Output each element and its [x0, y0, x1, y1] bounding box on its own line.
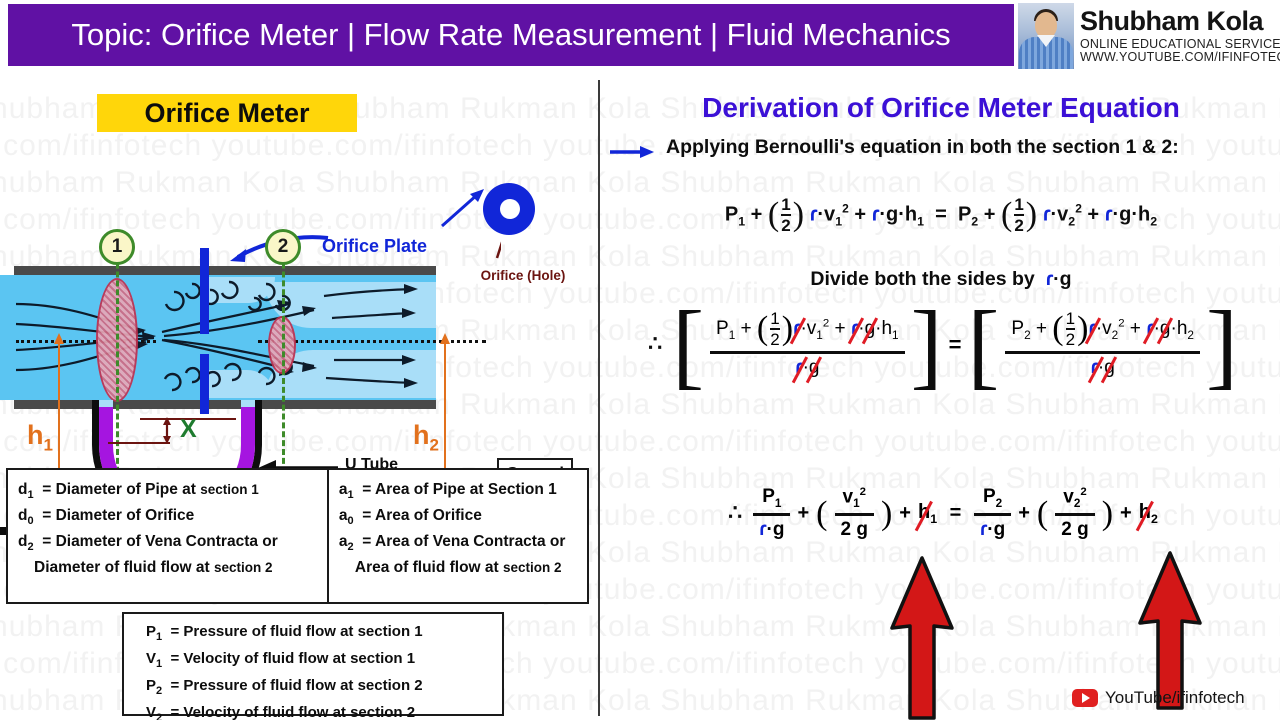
x-upper-line [140, 418, 236, 420]
panel-divider [598, 80, 600, 716]
brand-logo: Shubham Kola ONLINE EDUCATIONAL SERVICES… [1018, 2, 1280, 70]
bracket-close-right: ] [1205, 291, 1238, 398]
orifice-detail-hole [500, 199, 520, 219]
h1-arrow-line [58, 340, 60, 520]
orifice-plate-label: Orifice Plate [322, 236, 428, 256]
orifice-hole-label: Orifice (Hole) [480, 268, 566, 283]
definitions-table: d1 = Diameter of Pipe at section 1 d0 = D… [6, 468, 589, 604]
equation-simplified: ∴ P1 ɾ·g + ( v12 2 g ) + h1 = P2 ɾ·g + (… [602, 486, 1280, 541]
plus-1: + [797, 502, 810, 525]
therefore-symbol-2: ∴ [728, 500, 743, 526]
equals-sign-2: = [948, 331, 962, 357]
brand-tagline: ONLINE EDUCATIONAL SERVICES [1080, 37, 1280, 52]
x-dimension-arrow [163, 417, 171, 444]
pipe-wall-top [14, 266, 436, 277]
h2-cancelled: h2 [1138, 501, 1158, 527]
orifice-hole-pointer [495, 241, 501, 259]
title-bar: Topic: Orifice Meter | Flow Rate Measure… [8, 4, 1014, 66]
h2-arrow-line [444, 340, 446, 520]
definition-row: d2 = Diameter of Vena Contracta or [18, 533, 278, 554]
page-title: Topic: Orifice Meter | Flow Rate Measure… [71, 17, 951, 52]
p1-over-rho-g: P1 ɾ·g [753, 486, 791, 541]
brand-name: Shubham Kola [1080, 6, 1264, 37]
definition-row: a2 = Area of Vena Contracta or [338, 533, 566, 554]
x-lower-line [108, 442, 170, 444]
section1-dashed-line [116, 236, 119, 526]
section-node-2-top: 2 [265, 229, 301, 265]
youtube-badge[interactable]: YouTube/ifinfotech [1072, 688, 1245, 708]
h2-label: h2 [413, 420, 439, 455]
pv-definition-row: V1 = Velocity of fluid flow at section 1 [146, 649, 416, 670]
h1-cancelled: h1 [917, 501, 938, 527]
pv-definition-row: P2 = Pressure of fluid flow at section 2 [146, 676, 423, 697]
node-1-top-label: 1 [111, 236, 123, 257]
youtube-handle: YouTube/ifinfotech [1105, 688, 1245, 707]
definition-row: a0 = Area of Orifice [338, 507, 482, 528]
derivation-panel: Derivation of Orifice Meter Equation App… [602, 78, 1280, 720]
p2-over-rho-g: P2 ɾ·g [973, 486, 1012, 541]
section-node-1-top: 1 [99, 229, 135, 265]
presenter-avatar [1018, 3, 1074, 69]
definition-row: d0 = Diameter of Orifice [18, 507, 195, 528]
diagram-title-banner: Orifice Meter [97, 94, 357, 132]
bracket-open-left: [ [672, 291, 705, 398]
section2-dashed-line [282, 236, 285, 526]
divide-instruction: Divide both the sides by ɾ·g [810, 268, 1072, 290]
pv-definition-row: V2 = Velocity of fluid flow at section 2 [146, 703, 416, 720]
definition-row: Area of fluid flow at section 2 [354, 559, 562, 577]
streamlines [15, 280, 418, 392]
fraction-right-denominator: ɾ·g [1090, 357, 1115, 379]
derivation-title: Derivation of Orifice Meter Equation [702, 92, 1180, 123]
bernoulli-instruction: Applying Bernoulli's equation in both th… [666, 136, 1179, 158]
brand-url: WWW.YOUTUBE.COM/IFINFOTECH [1080, 49, 1280, 64]
diagram-title: Orifice Meter [144, 97, 310, 128]
equals-sign-3: = [944, 502, 967, 525]
pv-definition-row: P1 = Pressure of fluid flow at section 1 [146, 623, 423, 643]
definition-row: d1 = Diameter of Pipe at section 1 [18, 481, 259, 502]
pressure-velocity-table: P1 = Pressure of fluid flow at section 1… [122, 612, 504, 720]
v2sq-over-2g: v22 2 g [1055, 486, 1095, 541]
definition-row: Diameter of fluid flow at section 2 [34, 559, 273, 577]
definition-row: a1 = Area of Pipe at Section 1 [338, 481, 557, 502]
plus-3: + [1018, 502, 1030, 525]
brand-text: Shubham Kola ONLINE EDUCATIONAL SERVICES… [1080, 8, 1280, 63]
x-label: X [180, 415, 197, 443]
bracket-close-left: ] [910, 291, 943, 398]
definitions-column-area: a1 = Area of Pipe at Section 1 a0 = Area … [329, 470, 587, 602]
bullet-arrow-icon [610, 146, 654, 158]
node-2-top-label: 2 [277, 236, 289, 257]
fraction-left-denominator: ɾ·g [795, 357, 820, 379]
bracket-open-right: [ [967, 291, 1000, 398]
plus-2: + [899, 502, 911, 525]
red-arrow-left [890, 556, 954, 720]
therefore-symbol-1: ∴ [648, 331, 663, 357]
red-arrow-right [1138, 551, 1202, 710]
orifice-circle-arrow [441, 189, 484, 228]
centerline-left [16, 340, 156, 343]
plus-4: + [1120, 502, 1132, 525]
youtube-play-icon [1072, 689, 1098, 707]
avatar-face [1035, 12, 1057, 38]
definitions-column-diameter: d1 = Diameter of Pipe at section 1 d0 = D… [8, 470, 329, 602]
orifice-plate-lower [200, 354, 209, 414]
header: Topic: Orifice Meter | Flow Rate Measure… [0, 0, 1280, 74]
v1sq-over-2g: v12 2 g [834, 486, 874, 541]
centerline-right [258, 340, 486, 343]
h1-label: h1 [27, 420, 53, 455]
divide-instruction-text: Divide both the sides by [810, 268, 1035, 290]
orifice-plate-upper [200, 248, 209, 334]
